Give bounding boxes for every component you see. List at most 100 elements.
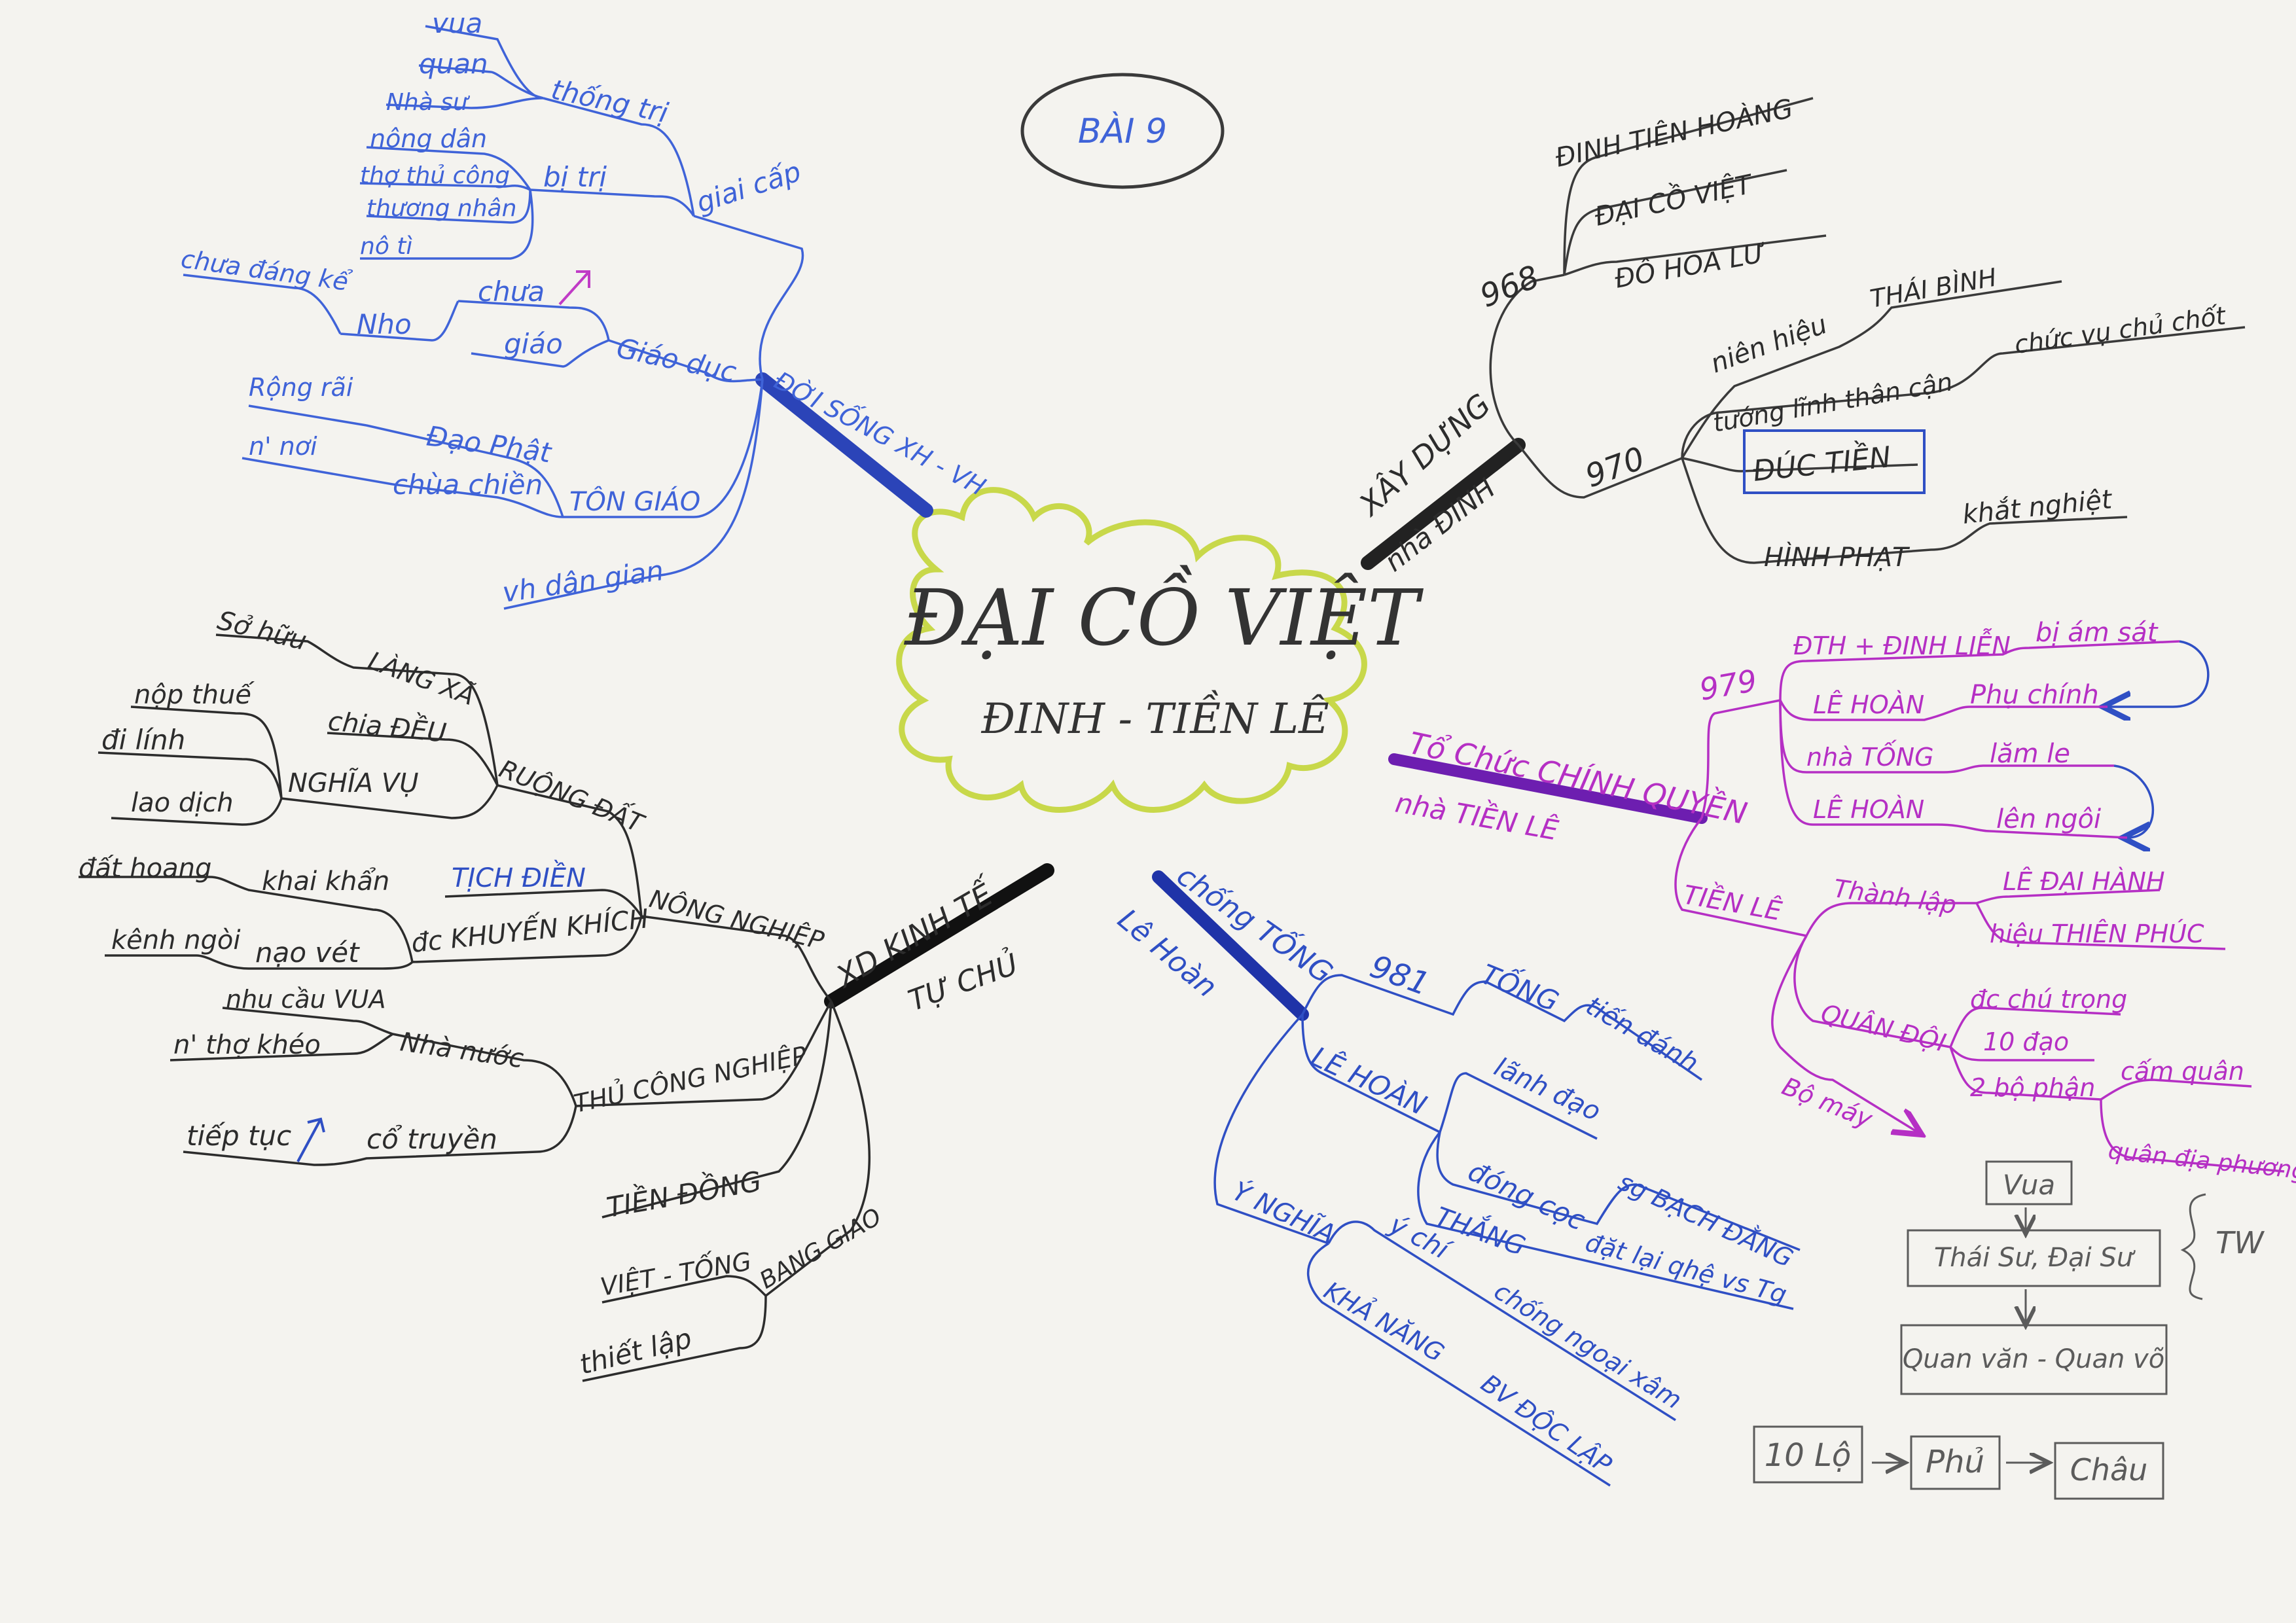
link-dinh-tien-hoang — [1563, 97, 1814, 276]
link-979 — [1700, 699, 1781, 819]
link-bi-tri — [529, 188, 695, 217]
label-nha-tong: nhà TỐNG — [1806, 740, 1934, 772]
link-nien-hieu — [1681, 280, 2062, 459]
link-970 — [1517, 444, 1683, 499]
label-tien-danh: tiến đánh — [1581, 991, 1704, 1079]
link-duc-tien — [1681, 457, 1918, 473]
link-le-hoan-2 — [1779, 700, 2128, 839]
link-nong-nghiep — [641, 915, 833, 1003]
branch-to-chuc — [1388, 640, 2285, 1173]
label-chuc-vu: chức vụ chủ chốt — [2013, 301, 2229, 359]
link-dth — [1779, 640, 2180, 701]
label-hieu-thien-phuc: hiệu THIÊN PHÚC — [1990, 919, 2204, 948]
link-bo-phan-leaves — [2100, 1079, 2285, 1173]
link-thong-tri-leaves — [386, 25, 544, 109]
branch-chong-tong-stroke — [1152, 870, 1309, 1021]
branch-to-chuc-text: Tổ Chức CHÍNH QUYỀN nhà TIỀN LÊ 979 ĐTH … — [1393, 618, 2296, 1185]
label-phu-box: Phủ — [1926, 1444, 1984, 1480]
label-dinh-tien-hoang: ĐINH TIÊN HOÀNG — [1552, 92, 1795, 173]
branch-kinh-te-text: XD KINH TẾ TỰ CHỦ NÔNG NGHIỆP RUỘNG ĐẤT … — [79, 605, 1022, 1381]
label-nien-hieu: niên hiệu — [1707, 310, 1831, 380]
label-khat-nghiet: khắt nghiệt — [1961, 484, 2114, 530]
link-thang — [1417, 1131, 1794, 1310]
link-ton-giao-leaves — [242, 404, 564, 518]
label-970: 970 — [1581, 440, 1649, 495]
link-nha-nuoc — [170, 1007, 577, 1107]
label-di-linh: đi lính — [101, 724, 185, 756]
center-title: ĐẠI CỒ VIỆT — [903, 565, 1424, 663]
label-n-noi: n' nơi — [249, 432, 317, 461]
label-thiet-lap: thiết lập — [577, 1322, 695, 1381]
box-10-lo — [1753, 1425, 1863, 1484]
brace-tw — [2180, 1193, 2206, 1300]
label-tuong-linh: tướng lĩnh thân cận — [1711, 367, 1955, 438]
box-phu — [1910, 1435, 2001, 1490]
up-arrow-icon — [296, 1117, 325, 1162]
label-nong-dan: nông dân — [370, 124, 487, 153]
label-dth-dinh-lien: ĐTH + ĐINH LIỄN — [1793, 628, 2011, 660]
link-nho — [183, 274, 459, 342]
link-le-hoan-1 — [1779, 700, 2108, 721]
label-quan-dia-phuong: quân địa phương — [2107, 1137, 2296, 1185]
label-chua-dang-ke: chưa đáng kể — [179, 244, 354, 296]
label-n-tho-kheo: n' thợ khéo — [173, 1030, 321, 1060]
branch-doi-song — [183, 25, 933, 610]
label-le-hoan-1: LÊ HOÀN — [1813, 690, 1924, 719]
label-kha-nang: KHẢ NĂNG — [1319, 1275, 1450, 1368]
center-topic: ĐẠI CỒ VIỆT ĐINH - TIỀN LÊ — [896, 487, 1424, 813]
label-le-dai-hanh: LÊ ĐẠI HÀNH — [2003, 867, 2165, 896]
label-len-ngoi: lên ngôi — [1996, 804, 2101, 834]
label-do-hoa-lu: ĐÔ HOA LƯ — [1612, 237, 1768, 294]
branch-xay-dung-text: XÂY DỰNG nhà ĐINH 968 ĐINH TIÊN HOÀNG ĐẠ… — [1352, 92, 2229, 578]
branch-xay-dung-stroke — [1361, 438, 1526, 570]
link-y-nghia-leaves — [1307, 1221, 1676, 1487]
label-giai-cap: giai cấp — [692, 155, 805, 219]
center-subtitle: ĐINH - TIỀN LÊ — [980, 690, 1329, 743]
label-viet-tong: VIỆT - TỐNG — [598, 1244, 753, 1302]
lesson-title: BÀI 9 — [1078, 111, 1167, 151]
label-thanh-lap: Thành lập — [1832, 874, 1958, 919]
label-lao-dich: lao dịch — [131, 788, 234, 818]
label-chau-box: Châu — [2070, 1452, 2148, 1488]
label-tich-dien: TỊCH ĐIỀN — [452, 859, 586, 893]
label-tu-chu: TỰ CHỦ — [903, 945, 1022, 1018]
link-hinh-phat — [1681, 457, 2128, 564]
link-981 — [1301, 974, 1702, 1081]
link-bi-am-sat-arrow — [2108, 640, 2210, 707]
label-quan-doi: QUÂN ĐỘI — [1818, 999, 1949, 1058]
link-do-hoa-lu — [1564, 234, 1827, 276]
link-tien-dong — [601, 1001, 833, 1219]
label-lanh-dao: lãnh đạo — [1490, 1052, 1605, 1127]
link-thanh-lap — [1805, 889, 2161, 936]
label-nao-vet: nạo vét — [255, 936, 360, 969]
label-co-truyen: cổ truyền — [367, 1123, 497, 1155]
branch-xay-dung — [1361, 97, 2246, 570]
branch-doi-song-text: ĐỜI SỐNG XH - VH giai cấp thống trị vua … — [179, 7, 992, 609]
label-dat-hoang: đất hoang — [79, 853, 211, 883]
label-tiep-tuc: tiếp tục — [187, 1120, 291, 1152]
label-10-dao: 10 đạo — [1983, 1027, 2069, 1056]
label-nho: Nho — [357, 308, 412, 340]
link-le-hoan — [1301, 1014, 1441, 1133]
label-bi-tri: bị trị — [543, 161, 607, 193]
box-thai-su — [1907, 1229, 2161, 1287]
link-dai-co-viet — [1563, 169, 1787, 276]
label-giao-duc: Giáo dục — [614, 332, 740, 388]
label-rong-rai: Rộng rãi — [249, 373, 353, 402]
link-tuong-linh — [1681, 326, 2246, 459]
link-nghia-vu-leaves — [98, 705, 283, 826]
link-bang-giao — [764, 1001, 871, 1297]
link-co-truyen — [183, 1105, 577, 1166]
label-nha-tien-le: nhà TIỀN LÊ — [1393, 783, 1562, 847]
link-giao-duc-leaves — [457, 300, 610, 368]
label-quan: quan — [419, 48, 488, 80]
label-10-lo-box: 10 Lộ — [1765, 1437, 1851, 1474]
label-duc-tien: ĐÚC TIỀN — [1751, 437, 1892, 488]
label-chu-trong: đc chú trọng — [1970, 985, 2127, 1014]
branch-to-chuc-stroke — [1388, 753, 1708, 824]
label-thai-su-box: Thái Sư, Đại Sư — [1934, 1243, 2136, 1273]
link-le-hoan-leaves — [1436, 1072, 1801, 1251]
link-khuyen-khich-leaves — [79, 876, 414, 970]
branch-chong-tong — [1152, 870, 1801, 1487]
link-giai-cap — [693, 215, 804, 380]
